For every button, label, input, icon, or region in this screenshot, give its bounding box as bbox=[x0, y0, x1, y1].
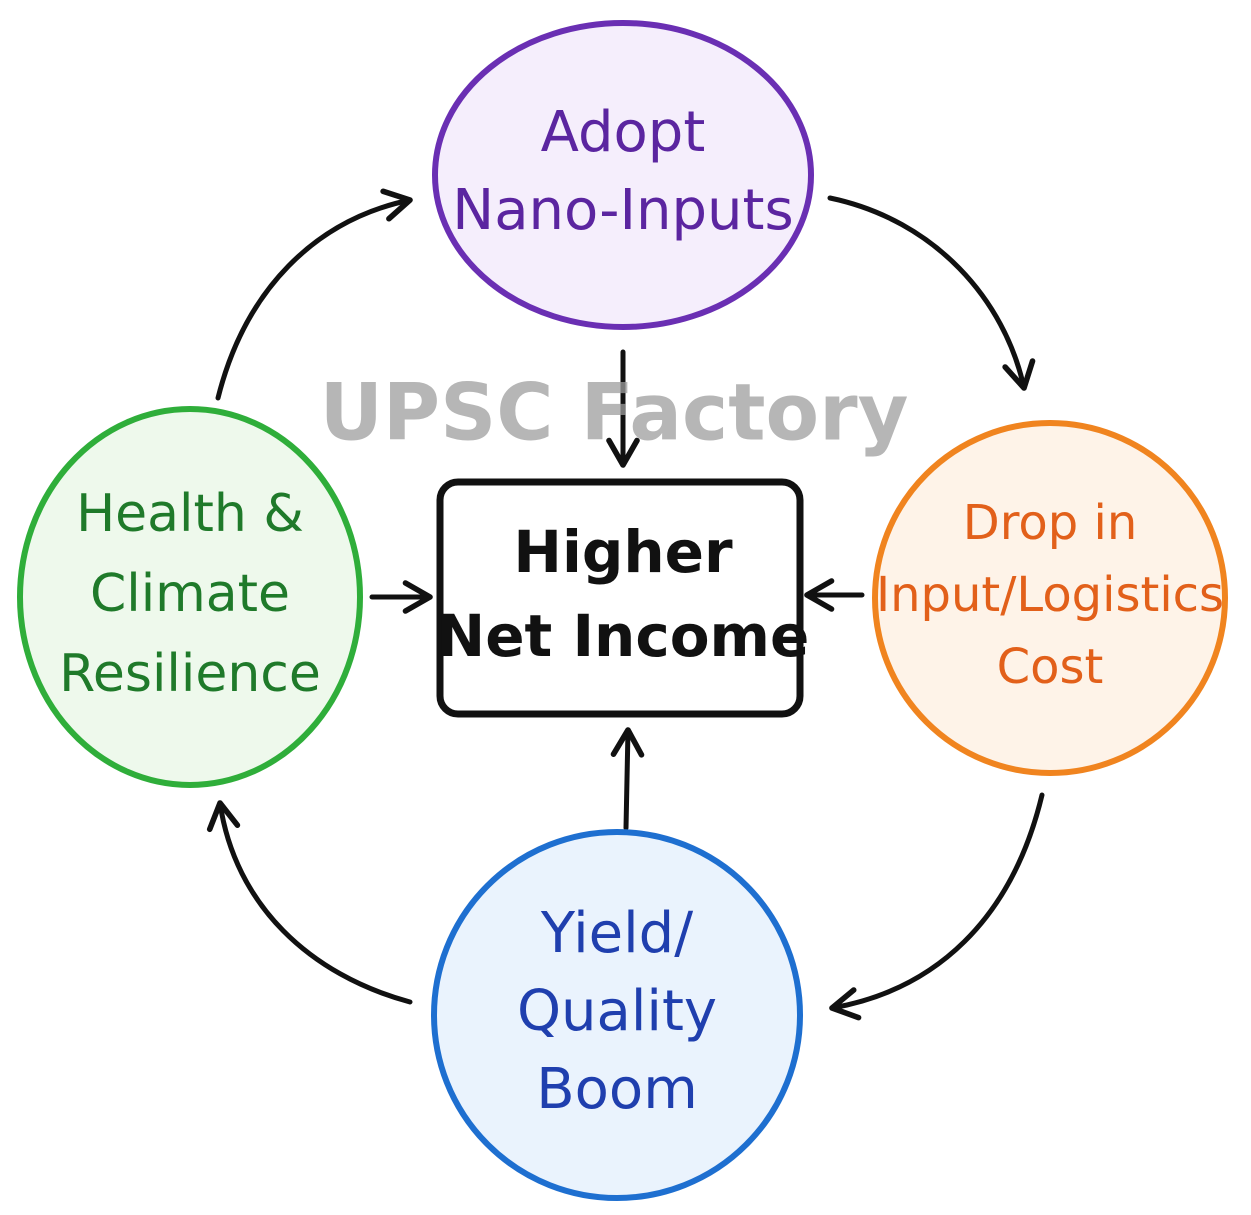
arrow-right-to-bottom bbox=[829, 792, 1045, 1021]
node-right-circle bbox=[872, 420, 1228, 776]
label-line: Health & bbox=[76, 484, 304, 544]
label-line: Net Income bbox=[437, 602, 810, 670]
label-line: Quality bbox=[517, 979, 717, 1044]
label-line: Cost bbox=[997, 639, 1104, 695]
label-line: Climate bbox=[90, 564, 290, 624]
node-left-circle bbox=[17, 406, 363, 788]
label-line: Input/Logistics bbox=[876, 567, 1224, 623]
watermark-text: UPSC Factory bbox=[320, 368, 909, 458]
label-line: Resilience bbox=[59, 644, 321, 704]
label-line: Yield/ bbox=[540, 901, 693, 966]
label-line: Adopt bbox=[541, 100, 706, 165]
label-line: Drop in bbox=[963, 495, 1138, 551]
node-bottom-circle bbox=[431, 829, 803, 1201]
label-line: Boom bbox=[536, 1057, 698, 1122]
arrow-bottom-to-center bbox=[610, 727, 645, 831]
arrow-bottom-to-left bbox=[206, 800, 413, 1005]
arrow-top-to-right bbox=[827, 195, 1036, 391]
center-box bbox=[436, 478, 804, 718]
label-line: Nano-Inputs bbox=[452, 178, 793, 243]
arrow-left-to-top bbox=[215, 188, 413, 401]
node-top-circle bbox=[432, 20, 814, 330]
label-line: Higher bbox=[513, 518, 733, 586]
